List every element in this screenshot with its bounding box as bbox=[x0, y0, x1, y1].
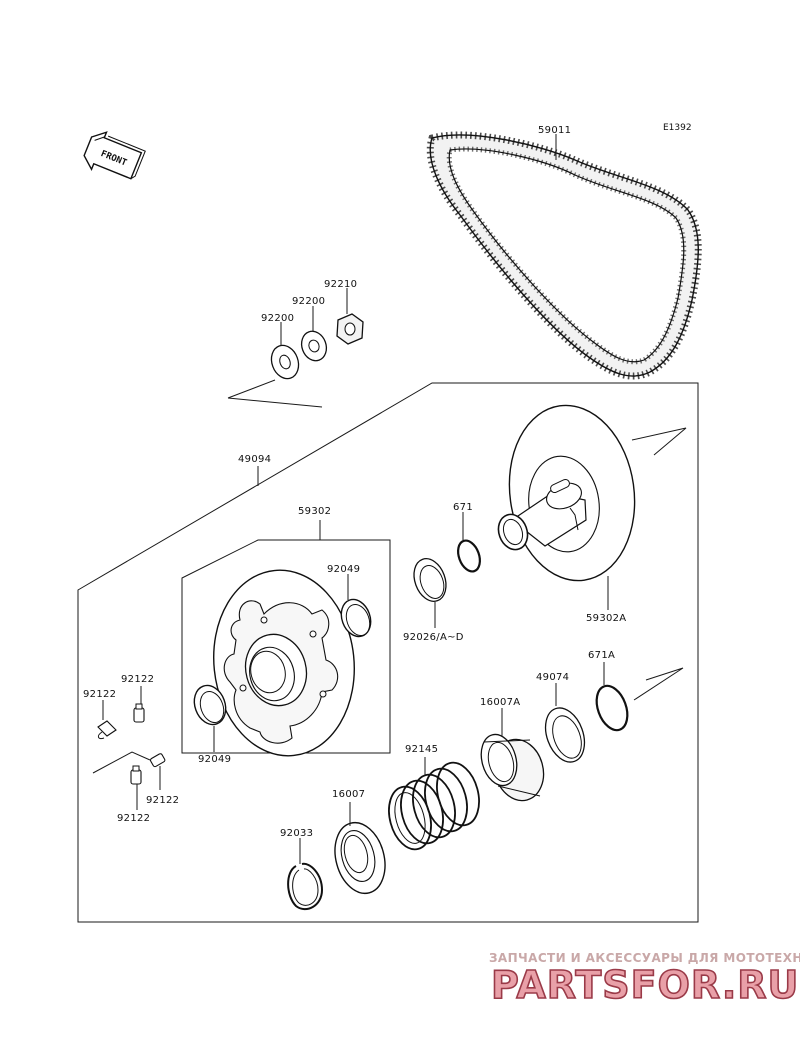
sheave-group-frame bbox=[181, 539, 391, 754]
watermark-subtitle: ЗАПЧАСТИ И АКСЕССУАРЫ ДЛЯ МОТОТЕХНИКИ bbox=[489, 951, 800, 965]
label-92210: 92210 bbox=[324, 279, 357, 290]
label-59302a: 59302A bbox=[586, 613, 626, 624]
movable-sheave bbox=[213, 569, 355, 757]
nut-92210 bbox=[336, 313, 364, 345]
label-671a: 671A bbox=[588, 650, 615, 661]
label-92049-lower: 92049 bbox=[198, 754, 231, 765]
cam-16007a bbox=[480, 733, 545, 802]
bushing-92049-lower bbox=[193, 684, 227, 726]
watermark-logo: PARTSFOR.RU bbox=[491, 963, 799, 1007]
label-16007: 16007 bbox=[332, 789, 365, 800]
label-92122-d: 92122 bbox=[117, 813, 150, 824]
label-49074: 49074 bbox=[536, 672, 569, 683]
washer-axis-line bbox=[227, 379, 323, 408]
label-92026: 92026/A~D bbox=[403, 632, 464, 643]
shim-92026 bbox=[413, 558, 447, 602]
label-59302: 59302 bbox=[298, 506, 331, 517]
label-92122-a: 92122 bbox=[121, 674, 154, 685]
fitting-92122-a bbox=[133, 703, 145, 723]
sheave-axis-line bbox=[631, 427, 687, 456]
washer-92200-a bbox=[270, 344, 300, 380]
label-92200-a: 92200 bbox=[261, 313, 294, 324]
label-59011: 59011 bbox=[538, 125, 571, 136]
spring-92145 bbox=[388, 761, 480, 851]
circlip-92033 bbox=[287, 862, 324, 911]
diagram-code: E1392 bbox=[663, 123, 692, 133]
ring-671a bbox=[595, 684, 629, 732]
label-92033: 92033 bbox=[280, 828, 313, 839]
label-16007a: 16007A bbox=[480, 697, 520, 708]
assembly-frame bbox=[77, 382, 699, 923]
ring-axis-line bbox=[633, 667, 684, 701]
bushing-92049-upper bbox=[340, 598, 372, 638]
fitting-92122-d bbox=[130, 765, 142, 785]
label-92200-b: 92200 bbox=[292, 296, 325, 307]
label-92122-c: 92122 bbox=[146, 795, 179, 806]
washer-92200-b bbox=[300, 330, 328, 362]
label-671: 671 bbox=[453, 502, 473, 513]
front-arrow-icon: FRONT bbox=[83, 131, 146, 180]
spacer-49074 bbox=[544, 707, 586, 763]
label-92049-upper: 92049 bbox=[327, 564, 360, 575]
drive-belt bbox=[426, 131, 702, 380]
ring-671 bbox=[457, 539, 481, 573]
seat-16007 bbox=[334, 821, 386, 895]
fitting-axis-line bbox=[92, 751, 151, 774]
label-92122-b: 92122 bbox=[83, 689, 116, 700]
fixed-sheave bbox=[497, 404, 636, 582]
label-49094: 49094 bbox=[238, 454, 271, 465]
fitting-92122-c bbox=[149, 753, 166, 768]
label-92145: 92145 bbox=[405, 744, 438, 755]
fitting-92122-b bbox=[97, 720, 117, 739]
